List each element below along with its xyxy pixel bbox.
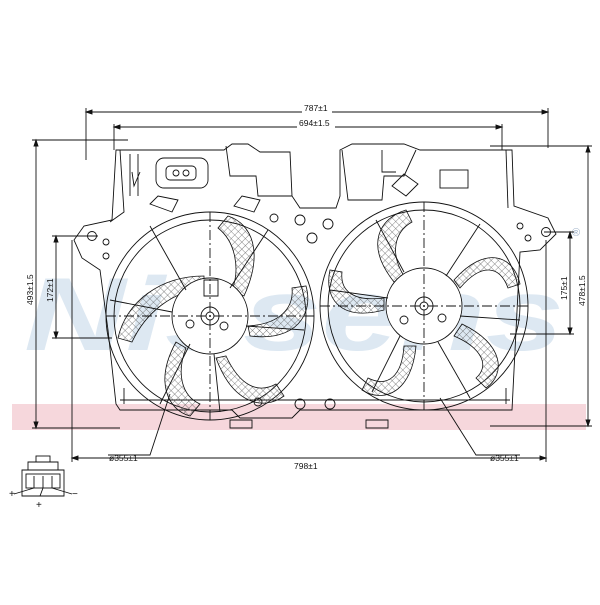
dim-overall-width-bottom: 798±1 <box>294 461 318 471</box>
fan-left-spokes <box>109 225 305 413</box>
connector-pin-label-2: + <box>36 500 42 511</box>
connector-pin-label-3: − <box>72 489 78 500</box>
shroud-outline <box>73 143 557 419</box>
fan-connector-housing <box>129 154 209 196</box>
dim-fan-left-diameter: ø355±1 <box>109 453 138 463</box>
connector-pin-label-1: + <box>9 489 15 500</box>
fan-right-spokes <box>329 219 521 399</box>
electrical-connector <box>13 455 73 497</box>
watermark-registered-mark: ® <box>572 227 580 239</box>
fan-left <box>105 211 315 421</box>
mount-hole-left <box>87 231 97 241</box>
dim-left-height-outer: 493±1.5 <box>25 274 35 305</box>
fan-right <box>319 201 529 411</box>
dim-overall-width-top: 787±1 <box>304 103 328 113</box>
dim-right-height-outer: 478±1.5 <box>577 275 587 306</box>
mount-hole-right <box>541 227 551 237</box>
dim-fan-right-diameter: ø355±1 <box>490 453 519 463</box>
shroud-frame <box>73 143 557 429</box>
dimension-labels: 787±1 694±1.5 798±1 493±1.5 172±1 175±1 … <box>9 103 587 511</box>
dim-shroud-width: 694±1.5 <box>299 118 330 128</box>
dimension-lines <box>32 108 592 462</box>
dim-right-height-inner: 175±1 <box>559 276 569 300</box>
dim-left-height-inner: 172±1 <box>45 278 55 302</box>
